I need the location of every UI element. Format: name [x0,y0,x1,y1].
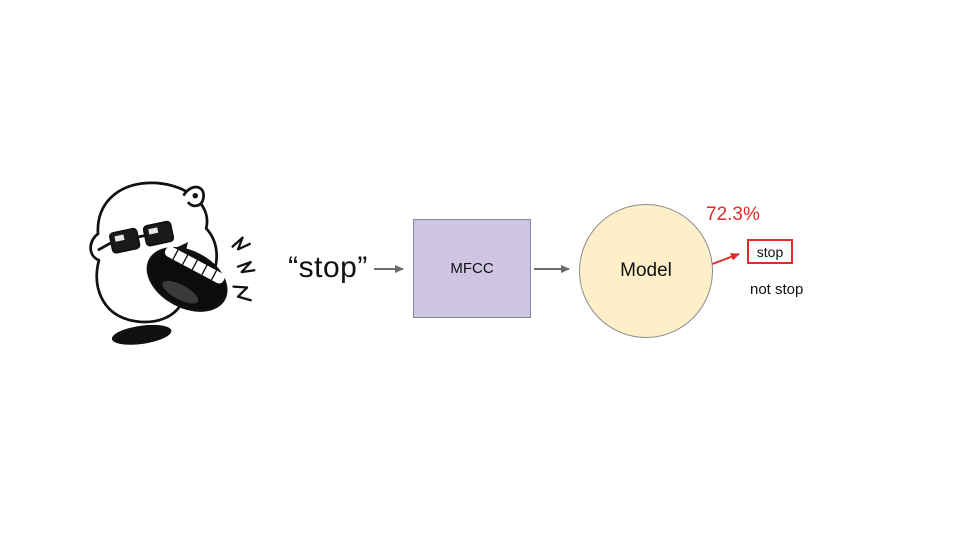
predicted-class-label: stop [756,243,784,260]
mfcc-label: MFCC [450,260,494,277]
input-word-label: “stop” [288,251,368,284]
shouting-head-icon [89,181,256,345]
alternative-class-label: not stop [750,281,804,298]
predicted-class-box: stop [747,239,793,264]
shouting-head-illustration [58,172,258,354]
model-node: Model [579,204,713,338]
probability-label: 72.3% [706,204,760,225]
mfcc-block: MFCC [413,219,531,318]
model-label: Model [620,260,672,281]
